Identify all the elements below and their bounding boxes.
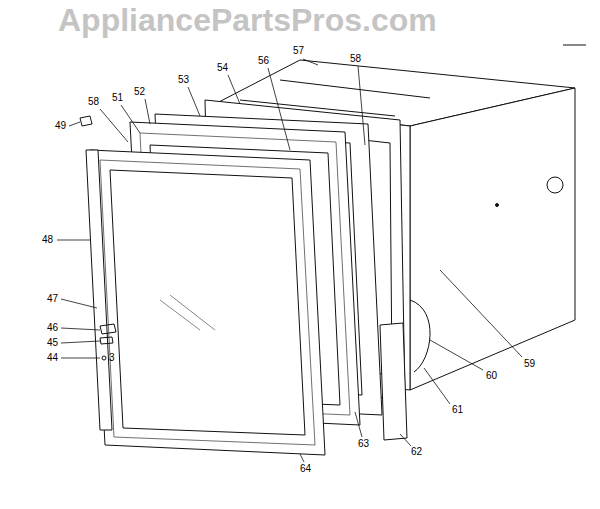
leader-lines (57, 59, 522, 462)
callout-number: 44 (47, 352, 58, 363)
cabinet-side (410, 88, 575, 390)
door-glass (110, 170, 305, 435)
callout-number: 58 (350, 53, 361, 64)
hinge-screw (102, 356, 106, 360)
wire (410, 300, 430, 372)
callout-number: 56 (258, 55, 269, 66)
dash (563, 45, 586, 46)
glass-reflection (160, 295, 215, 330)
watermark: AppliancePartsPros.com (58, 2, 437, 39)
callout-number: 53 (178, 74, 189, 85)
door-glass-edge (100, 160, 315, 445)
knob (547, 177, 563, 193)
callout-number: 64 (300, 463, 311, 474)
callout-number: 63 (358, 438, 369, 449)
callout-number: 62 (411, 446, 422, 457)
callout-number: 57 (293, 45, 304, 56)
callout-number: 48 (42, 234, 53, 245)
callout-number: 45 (47, 337, 58, 348)
callout-number: 59 (524, 358, 535, 369)
callout-number: 46 (47, 322, 58, 333)
clip (80, 116, 92, 126)
callout-number: 47 (47, 293, 58, 304)
cabinet-inner-edge (280, 80, 430, 98)
hinge-part (100, 324, 116, 334)
hinge-part (100, 337, 113, 344)
screw-dot (496, 204, 499, 207)
callout-number: 61 (452, 404, 463, 415)
callout-number: 49 (55, 120, 66, 131)
callout-number: 51 (112, 92, 123, 103)
callout-number: 3 (109, 352, 115, 363)
callout-number: 58 (88, 96, 99, 107)
callout-number: 52 (134, 86, 145, 97)
callout-number: 54 (217, 62, 228, 73)
side-strip (380, 323, 407, 440)
outer-door (90, 150, 325, 455)
handle-strip (86, 150, 112, 430)
callout-number: 60 (486, 370, 497, 381)
